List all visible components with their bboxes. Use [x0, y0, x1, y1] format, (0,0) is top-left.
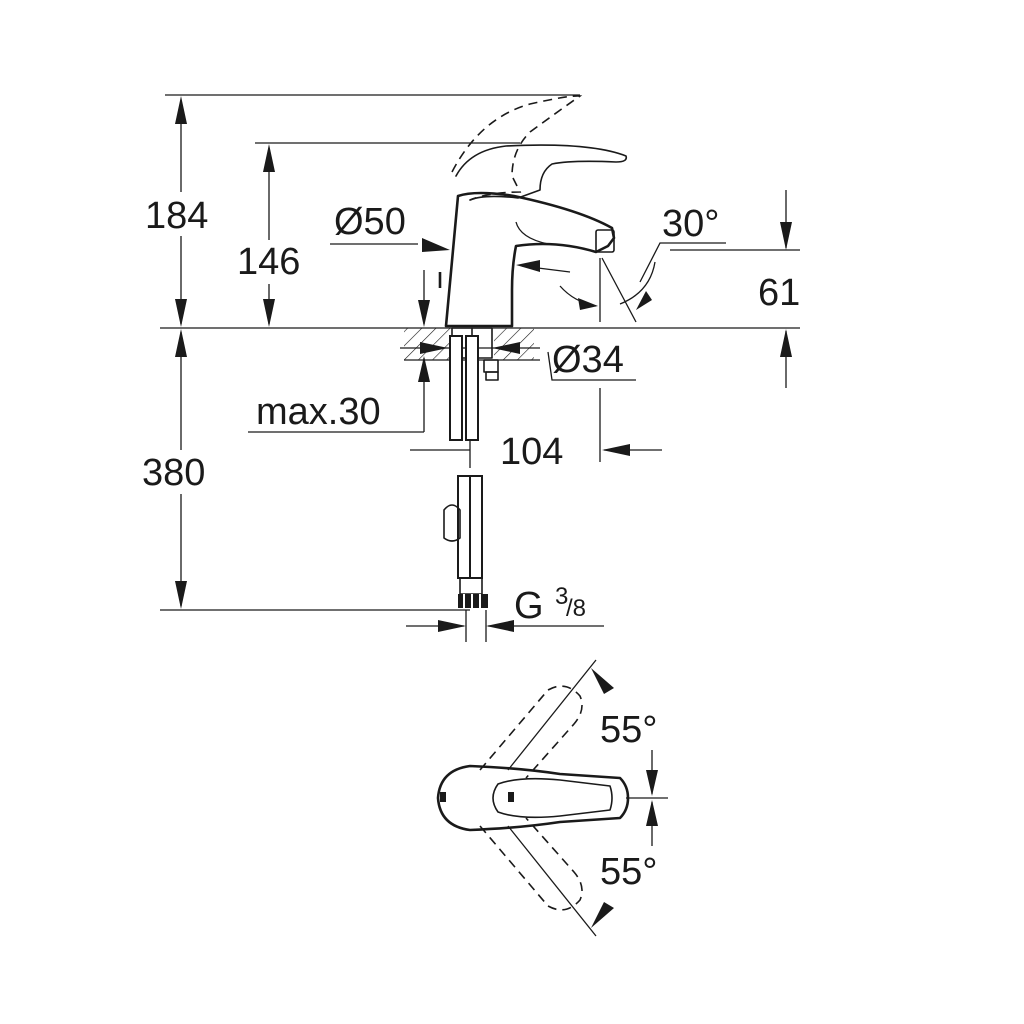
spout-height-label: 146 [237, 241, 300, 283]
dimension-spout-angle: 30° [601, 203, 726, 323]
max-deck-thickness-label: max.30 [256, 391, 381, 433]
spout-angle-label: 30° [662, 203, 719, 245]
dimension-spout-reach: 104 [500, 431, 662, 473]
lever-angle-right-label: 55° [600, 851, 657, 893]
dimension-spout-height: 146 [232, 144, 310, 327]
supply-hoses [443, 335, 488, 642]
body-diameter-label: Ø50 [334, 201, 406, 243]
faucet-plan-view: 55° 55° [436, 659, 668, 937]
hose-length-label: 380 [142, 452, 205, 494]
total-height-label: 184 [145, 195, 208, 237]
thread-numerator-label: 3 [555, 583, 568, 610]
thread-prefix-label: G [514, 585, 544, 627]
dimension-max-deck-thickness: max.30 [248, 270, 430, 433]
lever-angle-left-label: 55° [600, 709, 657, 751]
dimension-body-diameter: Ø50 [330, 201, 450, 252]
dimension-hose-length: 380 [138, 329, 222, 609]
dimension-total-height: 184 [138, 96, 222, 327]
spout-outlet-height-label: 61 [758, 272, 800, 314]
dimension-spout-outlet-height: 61 [758, 190, 800, 388]
spout-reach-label: 104 [500, 431, 563, 473]
deck-mounting [404, 327, 540, 381]
faucet-elevation [438, 95, 628, 328]
hole-diameter-label: Ø34 [552, 339, 624, 381]
dimension-thread: G 3 /8 [406, 583, 604, 632]
thread-denominator-label: /8 [566, 595, 586, 622]
